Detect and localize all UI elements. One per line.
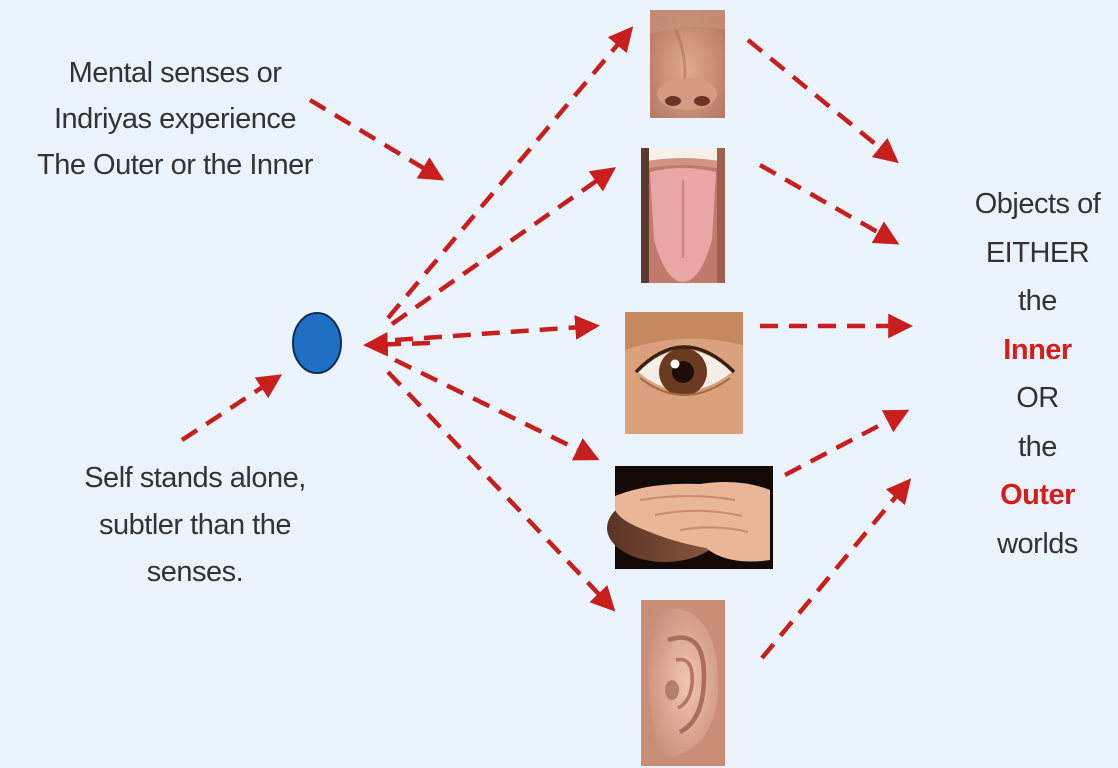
self-label: Self stands alone, subtler than the sens… — [45, 455, 345, 596]
nose-image — [650, 10, 725, 118]
mental-senses-label: Mental senses or Indriyas experience The… — [5, 50, 345, 188]
inner-label: Inner — [955, 326, 1118, 375]
arrow-to-eye — [395, 326, 595, 340]
self-label-line: Self stands alone, — [45, 455, 345, 502]
objects-label-line: the — [955, 423, 1118, 472]
mental-senses-line: Mental senses or — [5, 50, 345, 96]
tongue-image — [641, 148, 725, 283]
outer-label: Outer — [955, 471, 1118, 520]
arrow-nose-to-objects — [748, 40, 895, 160]
ear-image — [641, 600, 725, 766]
mental-senses-line: Indriyas experience — [5, 96, 345, 142]
eye-image — [625, 312, 743, 434]
arrow-back-to-self — [368, 343, 430, 345]
arrow-to-nose — [388, 30, 630, 318]
mental-senses-line: The Outer or the Inner — [5, 142, 345, 188]
objects-label-line: OR — [955, 374, 1118, 423]
arrow-tongue-to-objects — [760, 165, 895, 242]
self-label-line: senses. — [45, 549, 345, 596]
objects-label-line: Objects of — [955, 180, 1118, 229]
objects-label-line: EITHER — [955, 229, 1118, 278]
objects-label-line: the — [955, 277, 1118, 326]
objects-label-line: worlds — [955, 520, 1118, 569]
hand-image — [607, 466, 773, 569]
arrow-self-label-to-dot — [182, 377, 278, 440]
arrow-to-hand — [395, 360, 595, 458]
arrow-to-ear — [388, 372, 612, 608]
arrow-hand-to-objects — [785, 412, 905, 475]
arrow-to-tongue — [392, 170, 612, 324]
self-dot — [293, 313, 341, 373]
arrow-ear-to-objects — [762, 482, 908, 658]
self-label-line: subtler than the — [45, 502, 345, 549]
objects-label: Objects of EITHER the Inner OR the Outer… — [955, 180, 1118, 568]
